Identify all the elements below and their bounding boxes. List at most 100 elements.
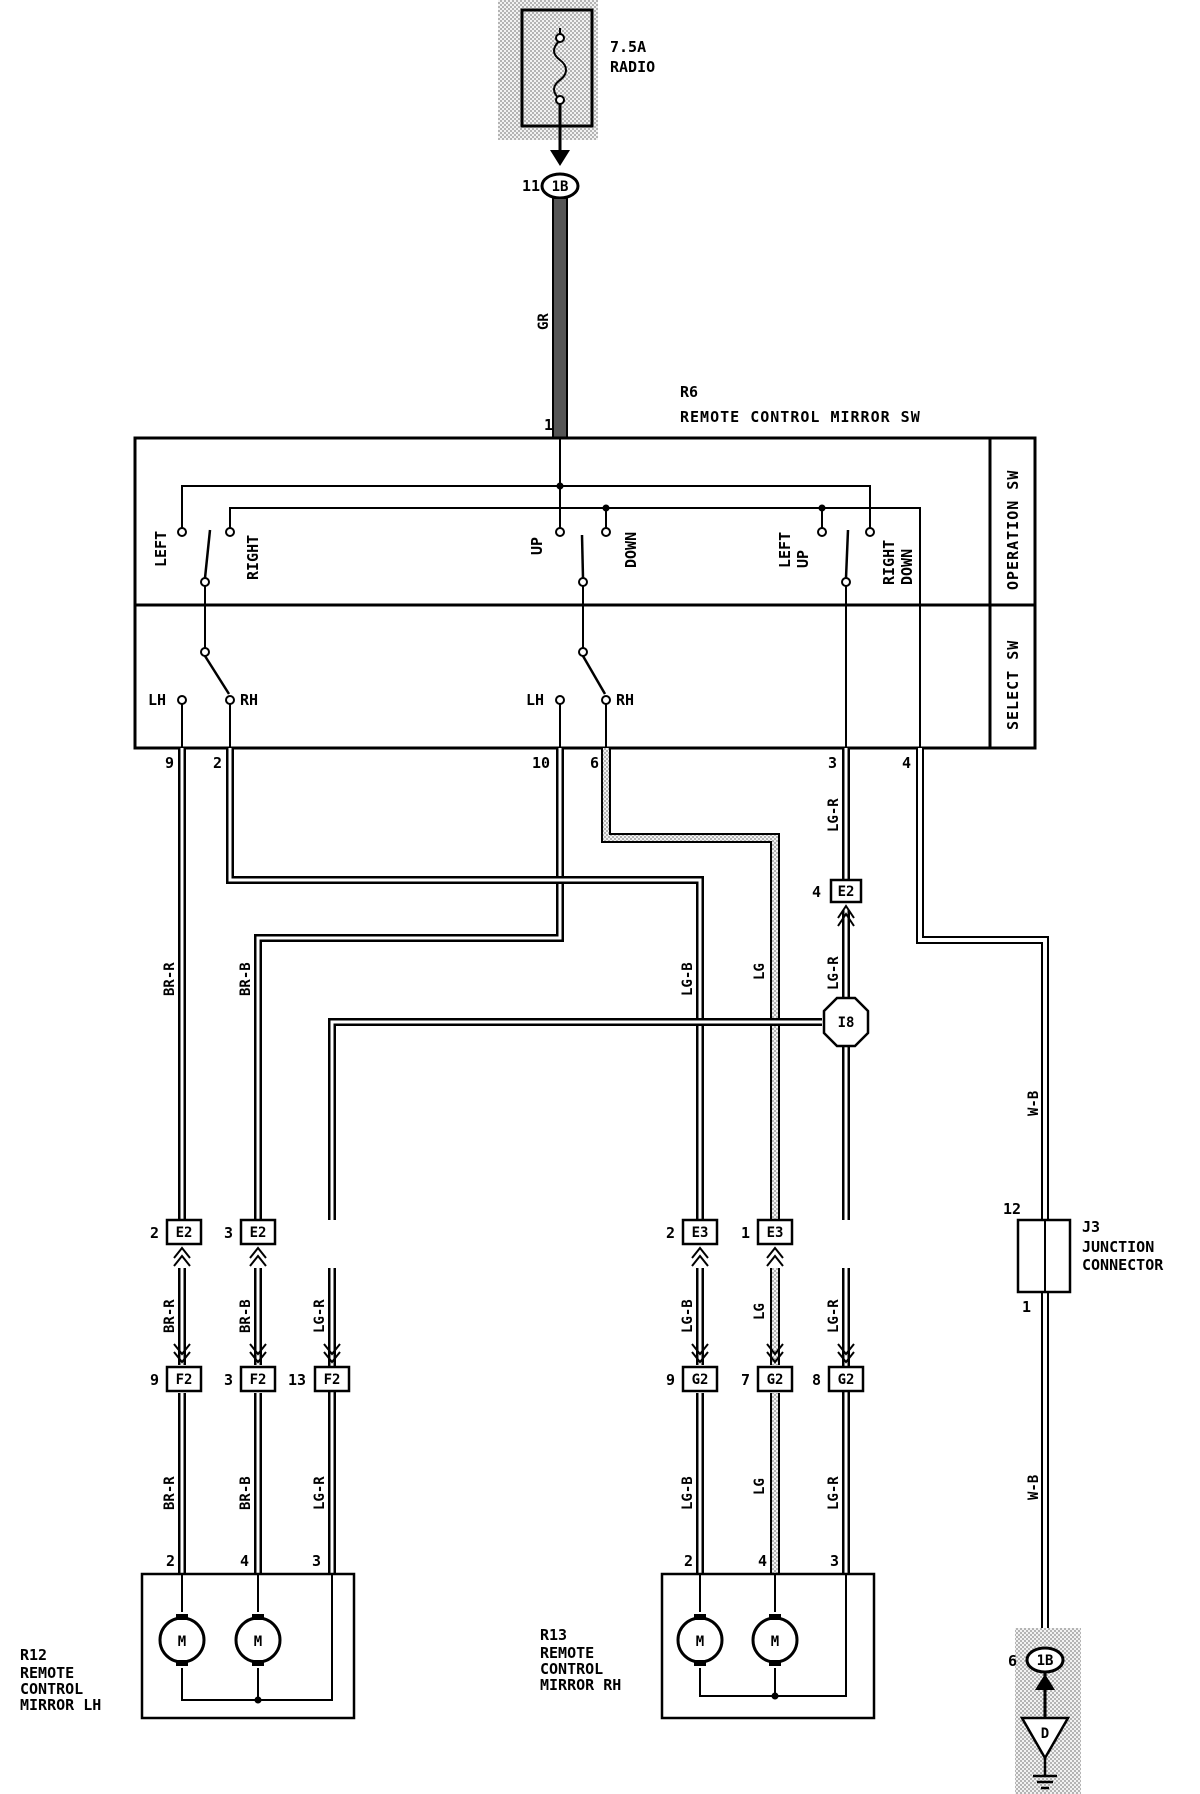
mirror-lh-code: R12 [20,1646,47,1664]
connector-1b-bottom: 1B 6 [1008,1628,1081,1794]
junction-pin-in: 12 [1003,1200,1021,1218]
wire-br-b [254,748,564,1574]
mirror-rh-pin-a: 2 [684,1552,693,1570]
connector-id: G2 [838,1372,855,1388]
fuse-rating: 7.5A [610,38,646,56]
pin-1: 1 [544,416,553,434]
connector-pin: 7 [741,1371,750,1389]
arrow-up-icon [1035,1674,1055,1690]
ground-point-d: D [1019,1716,1071,1790]
svg-text:M: M [771,1634,779,1650]
contact-left-up-1: LEFT [776,532,794,568]
label-lg-r-1: LG-R [312,1299,328,1333]
connector-id: E3 [692,1225,709,1241]
operation-blades [203,529,850,579]
chevron-down-icon [691,1343,709,1364]
motor-icon: M [234,1614,282,1666]
switch-r6: R6 REMOTE CONTROL MIRROR SW 1 OPERATION … [133,383,1037,772]
connector-pin: 2 [666,1224,675,1242]
label-lg-r-6: LG-R [826,1476,842,1510]
contact-right-down-1: RIGHT [880,540,898,585]
contact-rh-1: RH [240,691,258,709]
svg-text:M: M [696,1634,704,1650]
chevron-up-icon [249,1246,267,1267]
mirror-lh-pin-b: 4 [240,1552,249,1570]
connector-i8: I8 [822,996,870,1048]
mating-chevrons [173,1246,855,1364]
switch-body [133,436,1037,750]
chevron-up-icon [691,1246,709,1267]
label-br-b-3: BR-B [238,1476,254,1510]
mirror-rh-line3: MIRROR RH [540,1676,621,1694]
label-w-b-2: W-B [1026,1475,1042,1500]
connector-pin: 9 [666,1371,675,1389]
connector-pin: 9 [150,1371,159,1389]
fuse-element-icon [553,28,567,101]
connector-pin: 1 [741,1224,750,1242]
label-br-b-2: BR-B [238,1299,254,1333]
label-lg-3: LG [752,1478,768,1495]
fuse-shading [498,0,598,140]
fuse-name: RADIO [610,58,655,76]
mirror-rh-pin-c: 3 [830,1552,839,1570]
connector-id: I8 [838,1015,855,1031]
switch-code: R6 [680,383,698,401]
wire-lg [601,748,780,1574]
pin-10: 10 [532,754,550,772]
harness [178,748,1049,1640]
connector-id: E2 [176,1225,193,1241]
junction-name-2: CONNECTOR [1082,1256,1164,1274]
junction-name-1: JUNCTION [1082,1238,1154,1256]
connector-e2-upper: E2 4 [812,878,863,927]
chevron-down-icon [249,1343,267,1364]
connector-pin: 8 [812,1371,821,1389]
connector-e3-b: E3 1 [741,1218,794,1246]
contact-up: UP [528,537,546,555]
connector-f2-c: F2 13 [288,1365,351,1393]
label-lg-r-3: LG-R [826,798,842,832]
connector-pin: 3 [224,1371,233,1389]
mirror-lh-pin-a: 2 [166,1552,175,1570]
mirror-lh-r12: 2 4 3 M M R12 REMOTE CONTROL MIRROR LH [20,1552,356,1720]
operation-sw-label: OPERATION SW [1004,470,1022,590]
connector-pin: 13 [288,1371,306,1389]
wire-label-gr: GR [536,313,552,330]
label-br-r-1: BR-R [162,962,178,996]
contact-right: RIGHT [244,535,262,580]
svg-text:M: M [178,1634,186,1650]
chevron-up-icon [173,1246,191,1267]
junction-connector-j3: 12 1 J3 JUNCTION CONNECTOR [1003,1200,1164,1316]
contact-lh-2: LH [526,691,544,709]
contact-down: DOWN [622,532,640,568]
connector-f2-a: F2 9 [150,1365,203,1393]
junction-code: J3 [1082,1218,1100,1236]
connector-id: 1B [552,179,569,195]
motor-icon: M [676,1614,724,1666]
pin-2: 2 [213,754,222,772]
label-lg-r-2: LG-R [312,1476,328,1510]
label-lg-r-5: LG-R [826,1299,842,1333]
label-lg-b-2: LG-B [680,1299,696,1333]
connector-f2-b: F2 3 [224,1365,277,1393]
motor-icon: M [751,1614,799,1666]
chevron-down-icon [766,1343,784,1364]
pin-6: 6 [590,754,599,772]
connector-e2-a: E2 2 [150,1218,203,1246]
connector-id: F2 [176,1372,193,1388]
connector-pin: 4 [812,883,821,901]
label-lg-1: LG [752,963,768,980]
pin-3: 3 [828,754,837,772]
mirror-lh-line3: MIRROR LH [20,1696,101,1714]
select-blades [203,655,607,695]
junction-pin-out: 1 [1022,1298,1031,1316]
connector-id: F2 [324,1372,341,1388]
connector-pin: 3 [224,1224,233,1242]
connector-id: E2 [838,884,855,900]
contact-right-down-2: DOWN [898,549,916,585]
internal-bus [181,438,921,748]
fuse-7-5a-radio: 7.5A RADIO [498,0,655,166]
connector-id: G2 [692,1372,709,1388]
connector-g2-a: G2 9 [666,1365,719,1393]
label-lg-b-1: LG-B [680,962,696,996]
mirror-rh-code: R13 [540,1626,567,1644]
